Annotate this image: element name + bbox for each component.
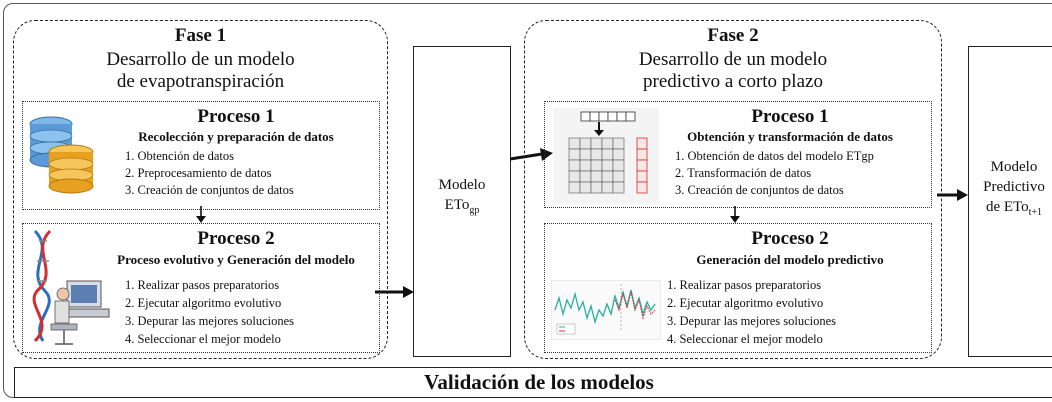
fase1-proceso2-steps: 1. Realizar pasos preparatorios 2. Ejecu… bbox=[125, 276, 294, 348]
down-arrow-fase2 bbox=[730, 206, 740, 223]
fase1-proceso1-steps: 1. Obtención de datos 2. Preprocesamient… bbox=[125, 148, 294, 199]
fase2-subtitle-line1: Desarrollo de un modelo bbox=[638, 49, 828, 70]
down-arrow-fase1 bbox=[196, 206, 206, 223]
fase2-proceso1-subtitle: Obtención y transformación de datos bbox=[687, 129, 893, 144]
fase1-subtitle-line1: Desarrollo de un modelo bbox=[106, 49, 295, 70]
dna-computer-icon bbox=[32, 229, 110, 345]
fase1-proceso1-subtitle: Recolección y preparación de datos bbox=[138, 129, 334, 144]
fase1-title: Fase 1 bbox=[174, 25, 227, 46]
right-arrow-modelo-to-fase2 bbox=[510, 148, 553, 161]
fase2-proceso1-steps: 1. Obtención de datos del modelo ETgp 2.… bbox=[675, 148, 874, 199]
list-item: 3. Creación de conjuntos de datos bbox=[125, 183, 294, 197]
fase1-proceso1-title: Proceso 1 bbox=[197, 106, 275, 127]
modelo-etogp-box: Modelo ETogp bbox=[413, 46, 511, 357]
modelo-etogp-line2: ETogp bbox=[444, 197, 480, 216]
list-item: 2. Ejecutar algoritmo evolutivo bbox=[125, 296, 282, 310]
fase2-proceso2-subtitle: Generación del modelo predictivo bbox=[696, 252, 884, 267]
fase2-proceso1: Proceso 1 Obtención y transformación de … bbox=[544, 101, 932, 208]
fase1-container: Fase 1 Desarrollo de un modelo de evapot… bbox=[13, 20, 388, 359]
fase2-container: Fase 2 Desarrollo de un modelo predictiv… bbox=[524, 20, 942, 359]
list-item: 1. Obtención de datos bbox=[125, 149, 235, 163]
list-item: 4. Seleccionar el mejor modelo bbox=[667, 332, 823, 346]
list-item: 3. Depurar las mejores soluciones bbox=[125, 314, 295, 328]
list-item: 3. Depurar las mejores soluciones bbox=[667, 314, 837, 328]
list-item: 4. Seleccionar el mejor modelo bbox=[125, 332, 281, 346]
modelo-predictivo-line3: de ETot+1 bbox=[985, 199, 1043, 218]
fase1-proceso2: Proceso 2 Proceso evolutivo y Generación… bbox=[22, 223, 380, 353]
modelo-predictivo-box: Modelo Predictivo de ETot+1 bbox=[968, 46, 1052, 357]
grid-transform-icon bbox=[553, 108, 659, 204]
fase1-proceso2-subtitle: Proceso evolutivo y Generación del model… bbox=[117, 252, 355, 267]
list-item: 1. Realizar pasos preparatorios bbox=[125, 278, 280, 292]
modelo-predictivo-line2: Predictivo bbox=[983, 179, 1045, 195]
database-icon bbox=[29, 116, 94, 194]
validacion-banner: Validación de los modelos bbox=[14, 367, 1052, 398]
fase2-proceso2-steps: 1. Realizar pasos preparatorios 2. Ejecu… bbox=[667, 276, 836, 348]
fase2-subtitle-line2: predictivo a corto plazo bbox=[643, 71, 823, 92]
list-item: 2. Preprocesamiento de datos bbox=[125, 166, 272, 180]
list-item: 1. Realizar pasos preparatorios bbox=[667, 278, 822, 292]
timeseries-chart-icon bbox=[551, 280, 661, 340]
fase2-title: Fase 2 bbox=[707, 25, 759, 46]
modelo-predictivo-line1: Modelo bbox=[990, 159, 1038, 175]
fase2-proceso2: Proceso 2 Generación del modelo predicti… bbox=[544, 223, 932, 353]
fase1-subtitle-line2: de evapotranspiración bbox=[116, 71, 285, 92]
list-item: 1. Obtención de datos del modelo ETgp bbox=[675, 149, 874, 163]
list-item: 2. Transformación de datos bbox=[675, 166, 812, 180]
modelo-etogp-line1: Modelo bbox=[438, 177, 486, 193]
fase1-proceso2-title: Proceso 2 bbox=[197, 228, 275, 249]
fase2-proceso2-title: Proceso 2 bbox=[751, 228, 829, 249]
list-item: 2. Ejecutar algoritmo evolutivo bbox=[667, 296, 824, 310]
right-arrow-fase1-to-modelo bbox=[375, 286, 414, 298]
list-item: 3. Creación de conjuntos de datos bbox=[675, 183, 844, 197]
right-arrow-fase2-to-predictivo bbox=[937, 189, 968, 201]
fase1-proceso1: Proceso 1 Recolección y preparación de d… bbox=[22, 101, 380, 210]
fase2-proceso1-title: Proceso 1 bbox=[751, 106, 829, 127]
